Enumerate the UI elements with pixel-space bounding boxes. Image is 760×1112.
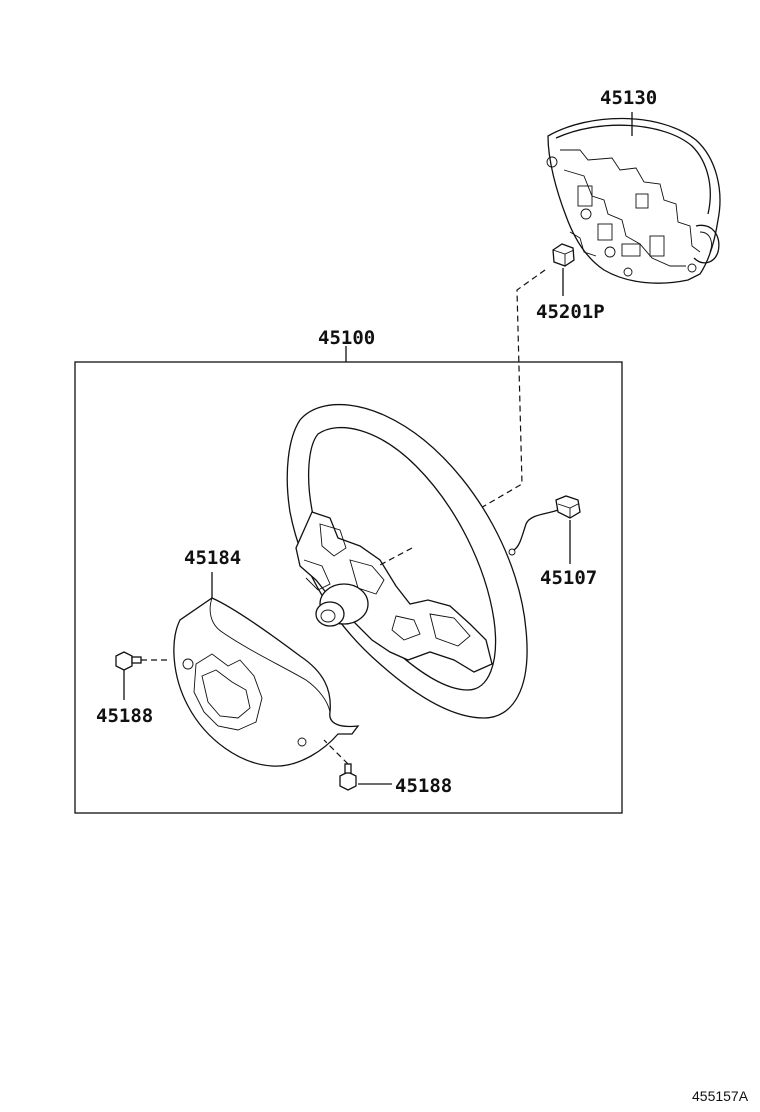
label-harness: 45107 [540,567,597,589]
screw-bottom-dashed-line [323,739,349,765]
label-nut: 45201P [536,301,605,323]
label-wheel-assy: 45100 [318,327,375,349]
steering-wheel[interactable] [286,403,528,719]
drawing-code: 455157A [692,1088,749,1104]
label-airbag: 45130 [600,87,657,109]
lower-cover[interactable] [173,597,360,767]
airbag-module[interactable] [546,117,721,284]
label-screw-left: 45188 [96,705,153,727]
label-cover: 45184 [184,547,241,569]
nut[interactable] [552,243,575,267]
screw-left[interactable] [115,651,142,671]
label-screw-bottom: 45188 [395,775,452,797]
screw-bottom[interactable] [339,763,357,791]
assembly-frame [74,346,623,814]
wire-harness[interactable] [508,495,581,556]
